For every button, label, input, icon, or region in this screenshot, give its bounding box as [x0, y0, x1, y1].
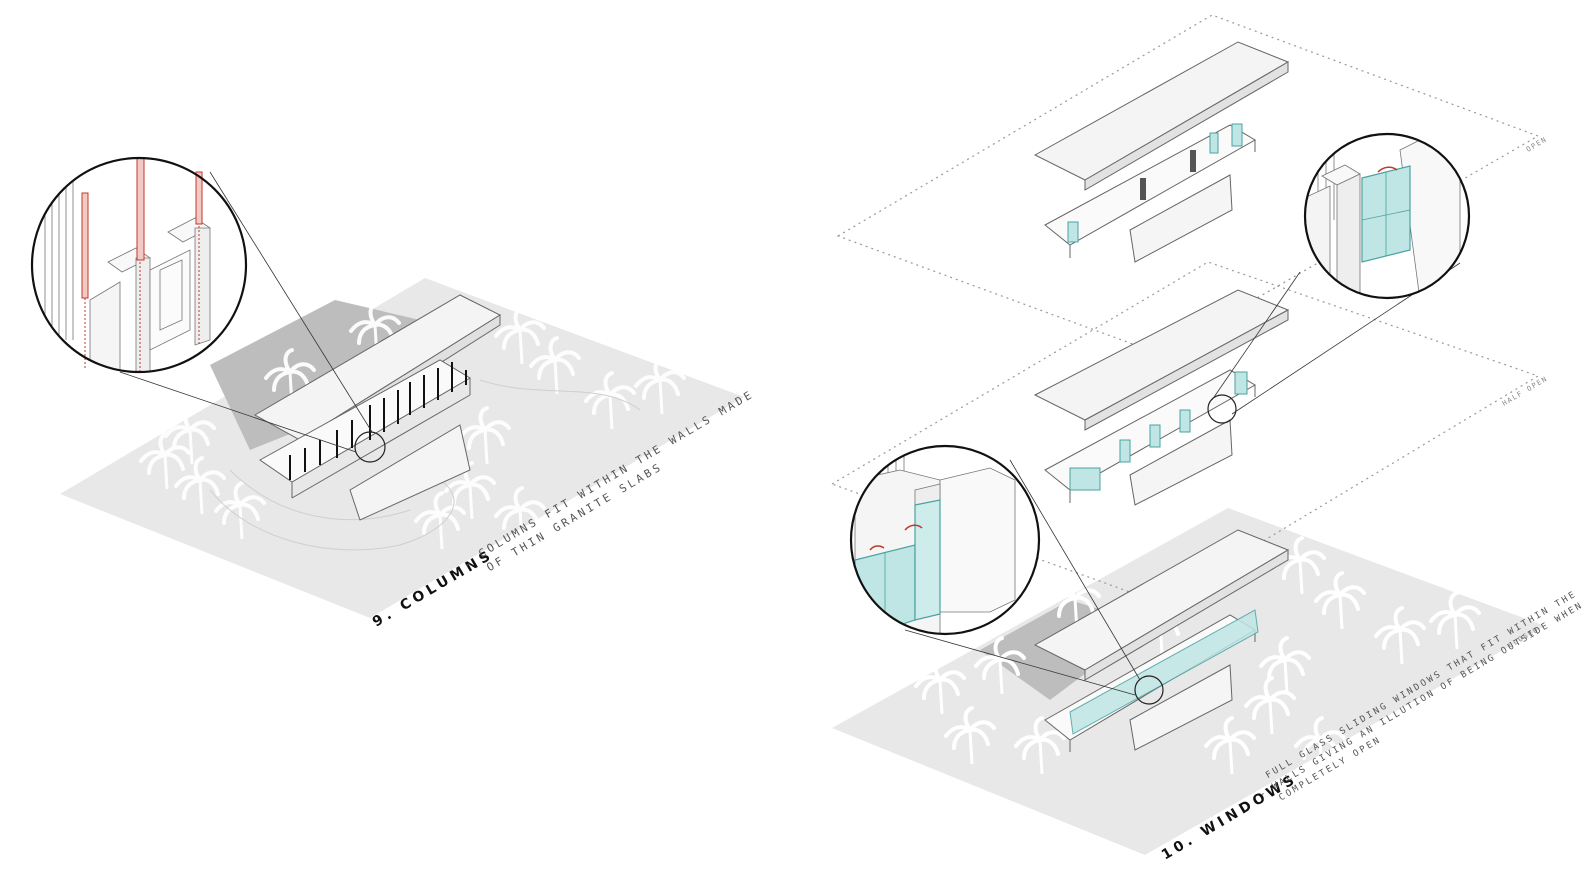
state-label-open: OPEN — [1525, 135, 1549, 154]
svg-text:HALF OPEN: HALF OPEN — [1501, 375, 1549, 408]
column-highlight — [81, 157, 203, 372]
zoom-target-ring — [1207, 394, 1237, 424]
window-open-detail-callout — [1303, 132, 1471, 300]
callout-leader-line — [1009, 459, 1141, 681]
callout-leader-line — [1211, 271, 1301, 401]
site-ground-plane — [60, 278, 744, 618]
window-closed-detail-callout — [849, 444, 1041, 636]
column-posts — [289, 362, 467, 480]
zoom-target-ring — [354, 431, 386, 463]
site-contour-lines — [209, 379, 641, 551]
state-label-half-open: HALF OPEN — [1501, 375, 1549, 408]
columns-axonometric: 9. COLUMNS - COLUMNS FIT WITHIN THE WALL… — [30, 156, 756, 630]
house-model-open — [1033, 41, 1290, 263]
columns-detail-callout — [30, 156, 248, 374]
svg-text:OPEN: OPEN — [1525, 135, 1549, 154]
slide-direction-arrow — [1377, 166, 1398, 173]
slide-direction-arrow — [869, 545, 885, 551]
zoom-target-ring — [1134, 675, 1164, 705]
house-model-half-open — [1033, 289, 1290, 506]
windows-axonometric: OPEN HALF OPEN CLOSED 10. WINDOWS - FULL… — [830, 14, 1582, 863]
house-model-closed — [1033, 529, 1290, 752]
callout-leader-line — [209, 171, 373, 433]
screen-slats — [44, 160, 74, 340]
site-ground-plane — [832, 508, 1545, 855]
slide-direction-arrow — [904, 524, 923, 531]
open-state-plane — [836, 14, 1540, 355]
callout-leader-line — [119, 371, 357, 453]
callout-leader-line — [904, 629, 1136, 696]
